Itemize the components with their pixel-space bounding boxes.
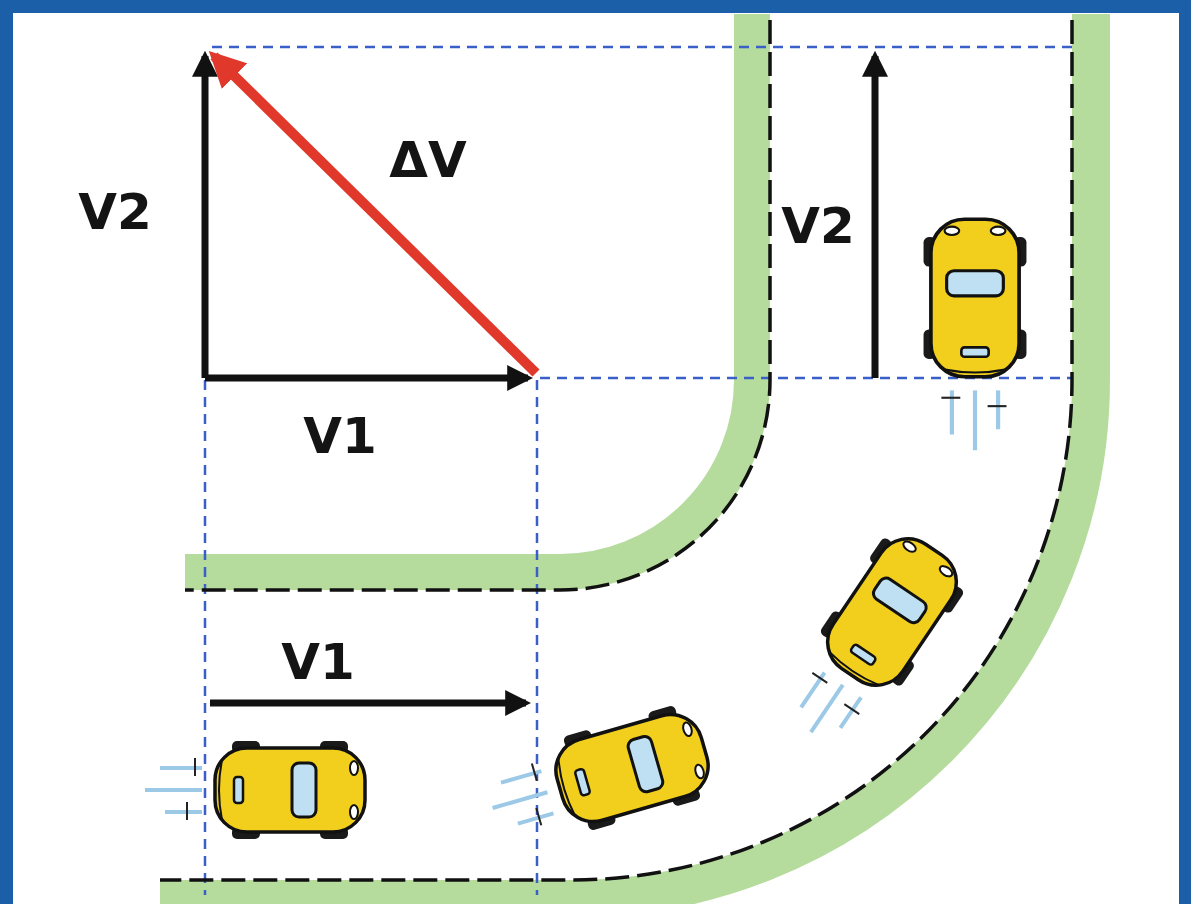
vector-label: V1: [303, 411, 377, 461]
guide-line: [204, 380, 207, 895]
car: [145, 741, 365, 839]
vector-label: V1: [281, 637, 355, 687]
car: [924, 219, 1027, 450]
vector-arrow: [205, 375, 528, 382]
vector-label: V2: [78, 187, 152, 237]
vector-label: V2: [781, 201, 855, 251]
guide-line: [212, 46, 1072, 49]
vector-arrow: [202, 56, 209, 378]
car: [770, 522, 974, 759]
vector-arrow: [872, 56, 879, 378]
vector-arrow: [210, 700, 526, 707]
road-edge: [185, 20, 770, 590]
green-verge: [185, 14, 752, 572]
vector-label: ΔV: [389, 135, 466, 185]
ground: [13, 13, 1179, 904]
difference-vector: [214, 56, 536, 373]
car: [479, 700, 717, 855]
